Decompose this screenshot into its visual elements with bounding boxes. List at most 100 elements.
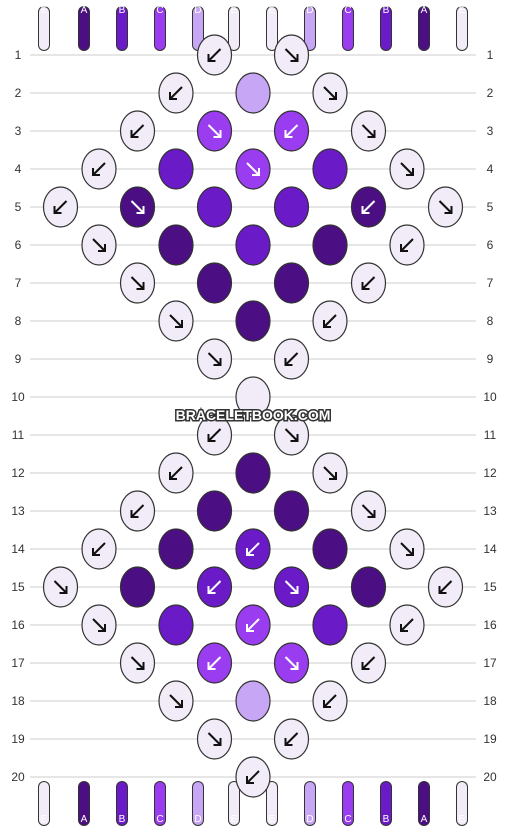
row-label-left: 6 (15, 238, 22, 252)
row-label-right: 12 (483, 466, 497, 480)
row-label-left: 7 (15, 276, 22, 290)
knot (273, 262, 310, 304)
row-label-left: 9 (15, 352, 22, 366)
arrow-down-right-icon (207, 352, 222, 366)
arrow-down-right-icon (400, 542, 414, 556)
arrow-head-icon (246, 776, 254, 784)
arrow-down-right-icon (130, 656, 145, 670)
row-label-right: 3 (487, 124, 494, 138)
knot (350, 262, 387, 304)
knot (42, 186, 79, 228)
row-label-right: 7 (487, 276, 494, 290)
row-label-right: 8 (487, 314, 494, 328)
knot (350, 642, 387, 684)
knot (312, 224, 348, 266)
knot (119, 566, 156, 608)
knot-oval (158, 148, 194, 190)
arrow-down-right-icon (284, 656, 299, 670)
strand-label-bottom: D (306, 814, 313, 825)
knot (350, 566, 387, 608)
row-label-left: 1 (15, 48, 22, 62)
knot (235, 224, 271, 266)
knot (235, 604, 271, 646)
row-label-left: 13 (11, 504, 25, 518)
knot (196, 718, 233, 760)
arrow-head-icon (290, 662, 299, 670)
arrow-head-icon (284, 130, 293, 138)
row-label-right: 10 (483, 390, 497, 404)
row-label-right: 19 (483, 732, 497, 746)
arrow-down-right-icon (400, 162, 414, 176)
arrow-head-icon (59, 586, 68, 594)
knot (119, 186, 156, 228)
knot (158, 300, 194, 342)
knot (196, 34, 233, 76)
strand-label-top: D (306, 5, 313, 16)
row-label-right: 9 (487, 352, 494, 366)
arrow-down-left-icon (438, 580, 453, 594)
knot-oval (312, 528, 348, 570)
knot-oval (235, 300, 271, 342)
arrow-head-icon (207, 586, 216, 594)
arrow-down-right-icon (361, 124, 376, 138)
arrow-down-left-icon (169, 466, 183, 480)
knot (350, 186, 387, 228)
knot (273, 642, 310, 684)
strand-label-bottom: A (81, 814, 88, 825)
strand-label-bottom: A (421, 814, 428, 825)
knot (389, 528, 425, 570)
knot (81, 528, 117, 570)
knot (312, 148, 348, 190)
arrow-down-right-icon (53, 580, 68, 594)
knot (273, 566, 310, 608)
strand-label-bottom: D (194, 814, 201, 825)
arrow-head-icon (130, 130, 139, 138)
arrow-head-icon (361, 282, 370, 290)
arrow-head-icon (207, 54, 216, 62)
knot-oval (235, 680, 271, 722)
strand-label-bottom: E (269, 814, 276, 825)
arrow-down-right-icon (438, 200, 453, 214)
knot-oval (350, 566, 387, 608)
arrow-down-left-icon (400, 618, 414, 632)
knot-oval (196, 490, 233, 532)
knot (196, 566, 233, 608)
knot (312, 604, 348, 646)
row-label-right: 20 (483, 770, 497, 784)
strand-label-top: E (459, 5, 466, 16)
arrow-down-right-icon (361, 504, 376, 518)
arrow-down-left-icon (323, 694, 337, 708)
arrow-down-right-icon (207, 732, 222, 746)
arrow-down-right-icon (169, 314, 183, 328)
arrow-down-left-icon (246, 542, 260, 556)
arrow-down-left-icon (323, 314, 337, 328)
row-label-left: 10 (11, 390, 25, 404)
knot (235, 376, 271, 418)
strand-label-bottom: E (231, 814, 238, 825)
row-label-left: 3 (15, 124, 22, 138)
strand-label-top: C (344, 5, 351, 16)
row-label-left: 8 (15, 314, 22, 328)
row-label-right: 14 (483, 542, 497, 556)
arrow-head-icon (284, 738, 293, 746)
strand-label-bottom: E (41, 814, 48, 825)
knot (158, 72, 194, 114)
knot-oval (158, 604, 194, 646)
arrow-down-right-icon (130, 200, 145, 214)
strand-label-bottom: C (344, 814, 351, 825)
arrow-down-right-icon (284, 48, 299, 62)
row-label-left: 4 (15, 162, 22, 176)
knot (119, 262, 156, 304)
row-label-right: 16 (483, 618, 497, 632)
arrow-head-icon (130, 510, 139, 518)
knot (158, 452, 194, 494)
strand-label-top: E (269, 5, 276, 16)
arrow-head-icon (329, 92, 337, 100)
knot-oval (312, 148, 348, 190)
knot (235, 72, 271, 114)
knot-oval (312, 224, 348, 266)
arrow-head-icon (207, 662, 216, 670)
arrow-head-icon (323, 320, 331, 328)
knot-oval (196, 186, 233, 228)
